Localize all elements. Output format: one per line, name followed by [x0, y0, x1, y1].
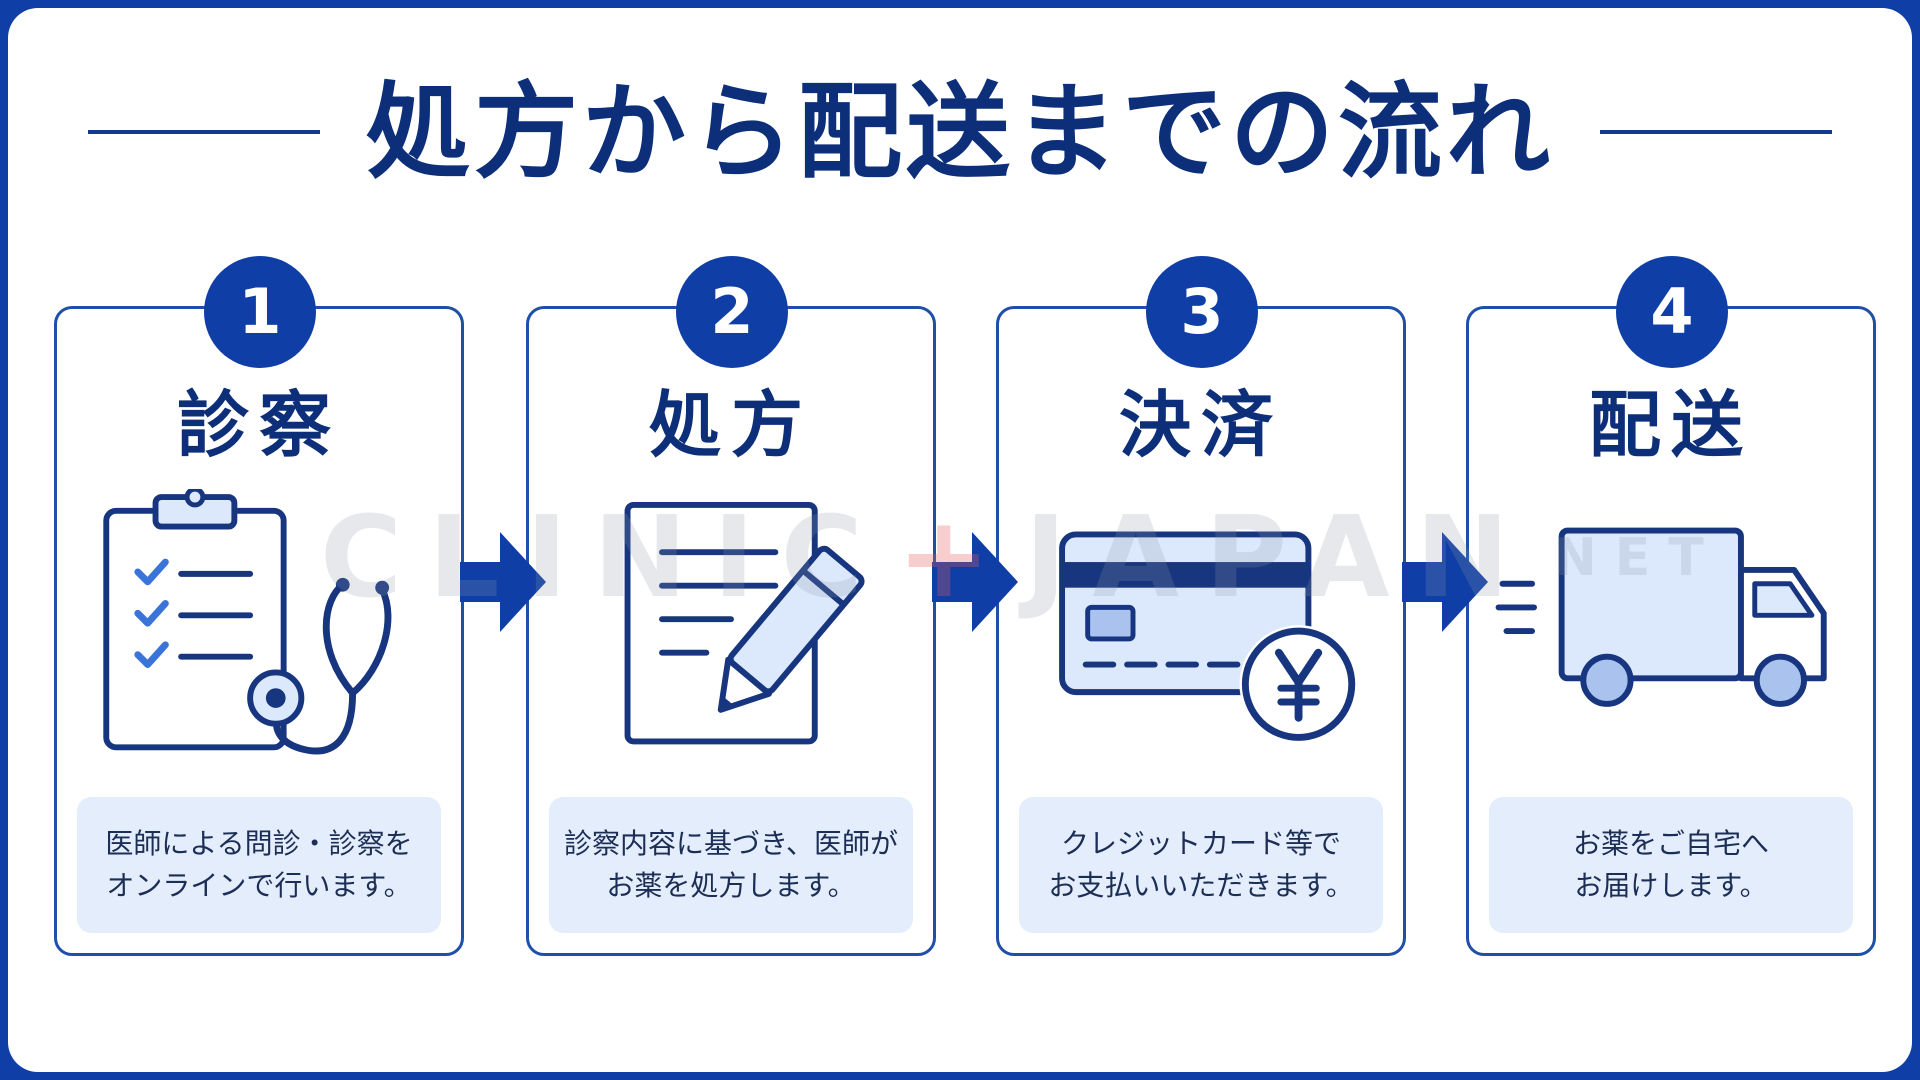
step-desc-2-line-1: 診察内容に基づき、医師が [563, 826, 899, 860]
step-badge-4: 4 [1616, 256, 1728, 368]
step-title-4: 配送 [1588, 383, 1753, 467]
step-desc-1-line-2: オンラインで行います。 [106, 869, 412, 902]
title-line-left [87, 130, 320, 134]
step-badge-3: 3 [1146, 256, 1258, 368]
title-line-right [1600, 130, 1832, 134]
step-desc-3-line-2: お支払いいただきます。 [1048, 869, 1354, 902]
step-card-2: 処方 診察内容に基づき、医師が お薬を処方します。 [526, 306, 936, 956]
step-card-3: 決済 クレジットカード等で お支払いいただきます。 [996, 306, 1406, 956]
delivery-truck-icon [1495, 527, 1827, 707]
step-badge-1: 1 [204, 256, 316, 368]
step-desc-3: クレジットカード等で お支払いいただきます。 [1019, 797, 1383, 933]
step-desc-4-line-1: お薬をご自宅へ [1572, 826, 1769, 860]
page-title: 処方から配送までの流れ [365, 71, 1554, 193]
step-desc-3-line-1: クレジットカード等で [1060, 826, 1341, 860]
step-title-3: 決済 [1118, 383, 1283, 467]
step-desc-4-line-2: お届けします。 [1574, 869, 1768, 902]
arrow-right-icon [932, 532, 1018, 632]
step-desc-2: 診察内容に基づき、医師が お薬を処方します。 [549, 797, 913, 933]
document-pencil-icon [624, 501, 865, 745]
step-title-2: 処方 [648, 383, 813, 467]
arrow-right-icon [460, 532, 546, 632]
arrow-right-icon [1402, 532, 1488, 632]
step-desc-1-line-1: 医師による問診・診察を [105, 826, 413, 860]
step-desc-4: お薬をご自宅へ お届けします。 [1489, 797, 1853, 933]
step-card-4: 配送 お薬をご自宅へ お届けします。 [1466, 306, 1876, 956]
title-bar: 処方から配送までの流れ [0, 62, 1920, 202]
clipboard-stethoscope-icon [103, 489, 392, 755]
step-desc-1: 医師による問診・診察を オンラインで行います。 [77, 797, 441, 933]
step-badge-2: 2 [676, 256, 788, 368]
step-desc-2-line-2: お薬を処方します。 [606, 869, 856, 902]
step-title-1: 診察 [176, 383, 341, 467]
credit-card-yen-icon [1059, 531, 1358, 744]
step-card-1: 診察 医師による問診・診察を オンラインで行います。 [54, 306, 464, 956]
